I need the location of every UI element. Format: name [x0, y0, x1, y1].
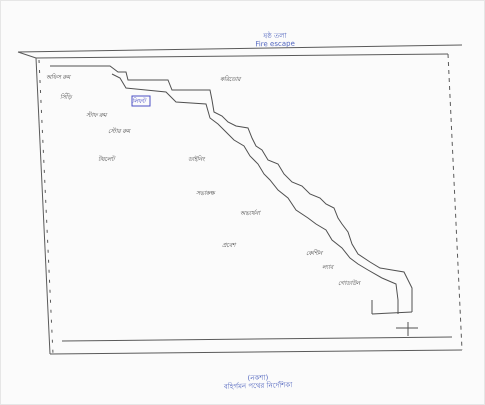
note-meeting-room: সভাকক্ষ — [196, 190, 215, 197]
note-corridor: করিডোর — [220, 76, 241, 83]
note-godown: গোডাউন — [338, 280, 360, 287]
outer-frame — [17, 44, 463, 355]
note-lift: লিফট — [132, 98, 146, 105]
note-dining: ডাইনিং — [188, 156, 205, 163]
note-stairs: সিঁড়ি — [60, 94, 72, 101]
step-outline — [50, 65, 418, 336]
note-toilet: টয়লেট — [98, 156, 115, 163]
note-reception: অভ্যর্থনা — [240, 210, 260, 217]
note-store-room: স্টোর রুম — [108, 128, 130, 135]
note-staff-room: স্টাফ রুম — [86, 112, 107, 119]
note-office-room: অফিস রুম — [46, 74, 70, 81]
note-lab: ল্যাব — [322, 264, 333, 271]
note-entrance: প্রবেশ — [222, 242, 236, 249]
note-canteen: কেন্টিন — [306, 250, 323, 257]
